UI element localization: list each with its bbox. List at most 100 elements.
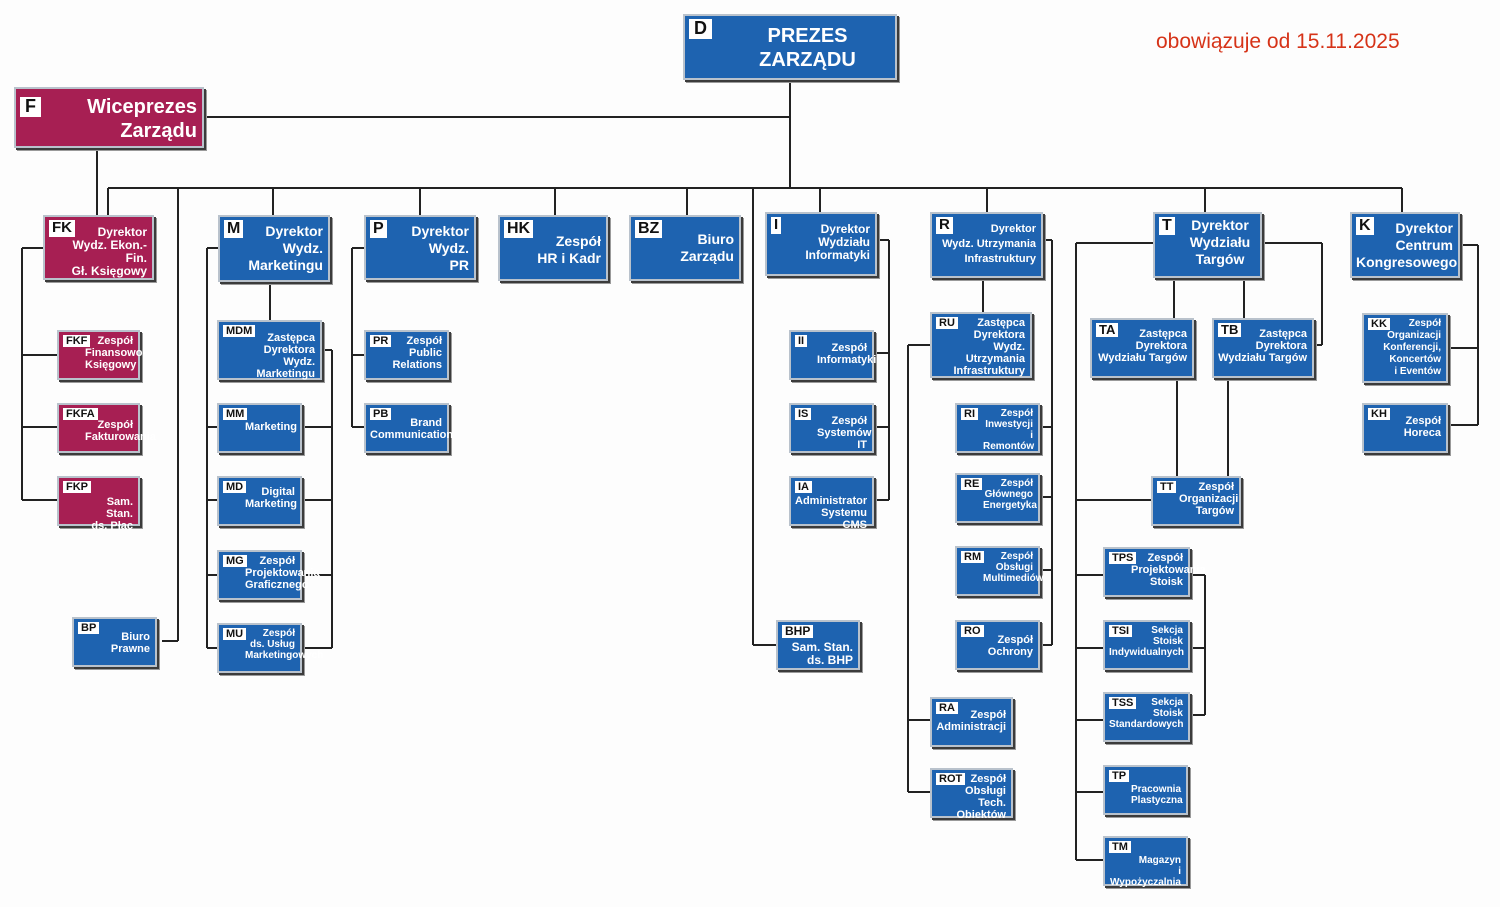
unit-label: Zespół ds. Usług Marketingowych bbox=[245, 628, 324, 661]
unit-box-TSI[interactable]: TSI Sekcja Stoisk Indywidualnych bbox=[1103, 620, 1190, 670]
unit-box-M[interactable]: M Dyrektor Wydz. Marketingu bbox=[218, 215, 330, 282]
unit-box-R[interactable]: R Dyrektor Wydz. Utrzymania Infrastruktu… bbox=[930, 212, 1043, 278]
unit-label: Zastępca Dyrektora Wydz. Utrzymania Infr… bbox=[953, 317, 1025, 377]
unit-box-FKP[interactable]: FKP Sam. Stan. ds. Płac bbox=[57, 476, 140, 532]
unit-label: Dyrektor Centrum Kongresowego bbox=[1356, 220, 1458, 270]
unit-code: PR bbox=[370, 335, 392, 348]
unit-code: FK bbox=[49, 219, 75, 237]
unit-code: M bbox=[224, 220, 244, 238]
unit-code: BHP bbox=[782, 624, 814, 639]
unit-label: Sekcja Stoisk Indywidualnych bbox=[1109, 625, 1185, 658]
unit-code: MM bbox=[223, 408, 248, 421]
unit-code: ROT bbox=[936, 773, 966, 786]
unit-code: TB bbox=[1218, 322, 1242, 338]
unit-box-K[interactable]: K Dyrektor Centrum Kongresowego bbox=[1350, 212, 1460, 278]
unit-box-FKF[interactable]: FKF Zespół Finansowo- Księgowy bbox=[57, 330, 147, 380]
unit-code: F bbox=[20, 96, 41, 117]
unit-code: TSS bbox=[1109, 697, 1137, 710]
unit-box-P[interactable]: P Dyrektor Wydz. PR bbox=[364, 215, 476, 280]
unit-label: Zespół Organizacji Konferencji, Koncertó… bbox=[1383, 318, 1441, 377]
unit-code: R bbox=[936, 216, 953, 234]
unit-box-RM[interactable]: RM Zespół Obsługi Multimediów bbox=[955, 546, 1044, 596]
unit-box-HK[interactable]: HK Zespół HR i Kadr bbox=[498, 215, 608, 281]
unit-box-BHP[interactable]: BHP Sam. Stan. ds. BHP bbox=[776, 620, 860, 670]
unit-box-RO[interactable]: RO Zespół Ochrony bbox=[955, 620, 1040, 670]
unit-box-D[interactable]: D PREZES ZARZĄDU bbox=[683, 14, 897, 80]
unit-code: MD bbox=[223, 481, 247, 494]
unit-label: Dyrektor Wydziału Informatyki bbox=[805, 222, 870, 262]
unit-box-RE[interactable]: RE Zespół Głównego Energetyka bbox=[955, 473, 1040, 523]
unit-label: Dyrektor Wydz. Marketingu bbox=[248, 223, 323, 273]
unit-box-MG[interactable]: MG Zespół Projektowania Graficznego bbox=[217, 550, 320, 600]
unit-box-RA[interactable]: RA Zespół Administracji bbox=[930, 697, 1013, 747]
unit-box-TSS[interactable]: TSS Sekcja Stoisk Standardowych bbox=[1103, 692, 1190, 742]
unit-code: PB bbox=[370, 408, 392, 421]
unit-code: TA bbox=[1096, 322, 1119, 338]
unit-label: Dyrektor Wydziału Targów bbox=[1189, 217, 1251, 267]
unit-box-FKFA[interactable]: FKFA Zespół Fakturowania bbox=[57, 403, 156, 453]
unit-code: I bbox=[771, 216, 782, 234]
unit-label: Biuro Prawne bbox=[110, 631, 150, 655]
unit-box-FK[interactable]: FK Dyrektor Wydz. Ekon.-Fin. Gł. Księgow… bbox=[43, 215, 154, 280]
unit-label: Zespół Public Relations bbox=[392, 335, 442, 371]
unit-box-PB[interactable]: PB Brand Communication bbox=[364, 403, 454, 453]
unit-box-RU[interactable]: RU Zastępca Dyrektora Wydz. Utrzymania I… bbox=[930, 312, 1032, 378]
unit-box-TA[interactable]: TA Zastępca Dyrektora Wydziału Targów bbox=[1090, 318, 1194, 378]
unit-label: Zespół Organizacji Targów bbox=[1179, 481, 1239, 517]
unit-label: Zastępca Dyrektora Wydziału Targów bbox=[1218, 328, 1307, 364]
unit-box-KK[interactable]: KK Zespół Organizacji Konferencji, Konce… bbox=[1362, 313, 1448, 383]
unit-label: Dyrektor Wydz. Ekon.-Fin. Gł. Księgowy bbox=[71, 225, 147, 278]
unit-code: TSI bbox=[1109, 625, 1133, 638]
unit-code: RI bbox=[961, 408, 978, 421]
unit-box-TPS[interactable]: TPS Zespół Projektowania Stoisk bbox=[1103, 547, 1206, 597]
unit-label: Zespół Głównego Energetyka bbox=[983, 478, 1037, 511]
unit-box-RI[interactable]: RI Zespół Inwestycji i Remontów bbox=[955, 403, 1040, 453]
unit-box-F[interactable]: F Wiceprezes Zarządu bbox=[14, 87, 204, 148]
unit-label: Zespół Horeca bbox=[1403, 415, 1441, 439]
unit-box-MM[interactable]: MM Marketing bbox=[217, 403, 302, 453]
unit-label: Zespół Finansowo- Księgowy bbox=[85, 335, 147, 371]
unit-label: Biuro Zarządu bbox=[680, 231, 734, 264]
unit-code: FKFA bbox=[63, 408, 98, 421]
unit-box-T[interactable]: T Dyrektor Wydziału Targów bbox=[1153, 212, 1262, 278]
unit-box-ROT[interactable]: ROT Zespół Obsługi Tech. Obiektów bbox=[930, 768, 1013, 821]
unit-box-KH[interactable]: KH Zespół Horeca bbox=[1362, 403, 1448, 453]
unit-code: MG bbox=[223, 555, 247, 568]
unit-box-TT[interactable]: TT Zespół Organizacji Targów bbox=[1151, 476, 1241, 526]
unit-label: Zespół Obsługi Tech. Obiektów bbox=[956, 773, 1006, 821]
unit-code: II bbox=[795, 335, 808, 348]
unit-box-II[interactable]: II Zespół Informatyki bbox=[789, 330, 877, 380]
unit-label: Magazyn i Wypożyczalnia bbox=[1110, 855, 1181, 888]
unit-box-IS[interactable]: IS Zespół Systemów IT bbox=[789, 403, 874, 453]
unit-box-MD[interactable]: MD Digital Marketing bbox=[217, 476, 302, 526]
unit-label: Sekcja Stoisk Standardowych bbox=[1109, 697, 1184, 730]
unit-code: IS bbox=[795, 408, 812, 421]
unit-box-IA[interactable]: IA Administrator Systemu CMS bbox=[789, 476, 874, 531]
unit-label: Zespół Informatyki bbox=[817, 342, 877, 366]
unit-label: Zespół Systemów IT bbox=[817, 415, 872, 451]
unit-code: BZ bbox=[635, 220, 663, 238]
unit-code: TM bbox=[1109, 841, 1131, 854]
unit-box-BZ[interactable]: BZ Biuro Zarządu bbox=[629, 215, 741, 281]
unit-box-MU[interactable]: MU Zespół ds. Usług Marketingowych bbox=[217, 623, 324, 673]
unit-label: Zespół Projektowania Graficznego bbox=[245, 555, 320, 591]
unit-code: RU bbox=[936, 317, 958, 330]
unit-label: Marketing bbox=[245, 421, 297, 433]
unit-label: Zespół Fakturowania bbox=[85, 419, 156, 443]
unit-label: PREZES ZARZĄDU bbox=[759, 25, 856, 71]
unit-box-BP[interactable]: BP Biuro Prawne bbox=[72, 617, 157, 667]
validity-date-note: obowiązuje od 15.11.2025 bbox=[1156, 30, 1400, 53]
unit-label: Dyrektor Wydz. PR bbox=[411, 223, 469, 273]
unit-box-TB[interactable]: TB Zastępca Dyrektora Wydziału Targów bbox=[1212, 318, 1314, 378]
unit-box-TM[interactable]: TM Magazyn i Wypożyczalnia bbox=[1103, 836, 1188, 888]
unit-box-PR[interactable]: PR Zespół Public Relations bbox=[364, 330, 449, 380]
unit-label: Wiceprezes Zarządu bbox=[87, 96, 197, 142]
unit-label: Zespół Administracji bbox=[936, 709, 1006, 733]
unit-label: Administrator Systemu CMS bbox=[795, 495, 868, 531]
unit-label: Dyrektor Wydz. Utrzymania Infrastruktury bbox=[942, 223, 1036, 265]
unit-box-I[interactable]: I Dyrektor Wydziału Informatyki bbox=[765, 212, 877, 276]
unit-box-TP[interactable]: TP Pracownia Plastyczna bbox=[1103, 765, 1188, 815]
unit-box-MDM[interactable]: MDM Zastępca Dyrektora Wydz. Marketingu bbox=[217, 320, 322, 380]
unit-label: Brand Communication bbox=[370, 417, 454, 441]
